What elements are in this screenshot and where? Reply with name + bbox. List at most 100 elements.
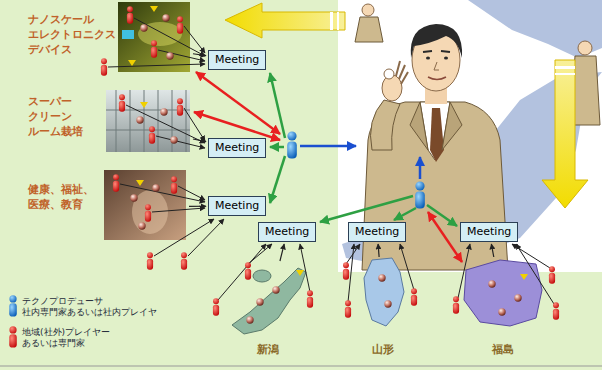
- leader-line: [218, 244, 266, 300]
- person-icon: [549, 266, 555, 283]
- person-icon: [177, 16, 183, 33]
- legend-text: 地域(社外)プレイヤー あるいは専門家: [22, 327, 162, 349]
- idea-sphere: [378, 274, 385, 281]
- idea-sphere: [384, 300, 391, 307]
- idea-sphere: [256, 298, 263, 305]
- idea-sphere: [160, 108, 167, 115]
- photo-blob: [138, 22, 182, 46]
- red-arrow: [194, 112, 280, 140]
- person-icon: [101, 58, 107, 75]
- theme-panel: スーパー クリーン ルーム栽培: [28, 88, 192, 156]
- link-arrow: [193, 139, 206, 142]
- fingers: [396, 61, 408, 84]
- arrow-stripe: [330, 12, 333, 30]
- walking-man: [355, 4, 383, 42]
- theme-heading: スーパー クリーン ルーム栽培: [28, 94, 98, 139]
- region-map: 福島: [458, 258, 548, 356]
- green-arrow: [270, 146, 284, 149]
- person-icon: [307, 290, 313, 307]
- idea-sphere: [514, 294, 521, 301]
- person-icon: [245, 262, 251, 279]
- meeting-label: Meeting: [355, 225, 399, 239]
- leader-line: [400, 244, 414, 290]
- person-icon: [119, 94, 125, 111]
- blue-arrow: [300, 145, 356, 148]
- person-icon: [145, 204, 151, 221]
- idea-sphere: [130, 194, 137, 201]
- idea-sphere: [140, 24, 147, 31]
- meeting-box: Meeting: [460, 222, 518, 242]
- idea-sphere: [166, 52, 173, 59]
- link-arrow: [189, 206, 206, 207]
- idea-sphere: [152, 184, 159, 191]
- person-icon: [149, 126, 155, 143]
- idea-sphere: [138, 222, 145, 229]
- idea-sphere: [162, 14, 169, 21]
- link-arrow: [193, 54, 206, 56]
- region-name: 山形: [372, 343, 394, 356]
- leader-line: [108, 64, 205, 67]
- person-icon: [213, 298, 219, 315]
- person-icon: [177, 98, 183, 115]
- person-icon: [553, 302, 559, 319]
- person-icon: [453, 296, 459, 313]
- people: [9, 6, 559, 348]
- idea-sphere: [272, 286, 279, 293]
- green-arrow: [394, 208, 416, 220]
- leader-line: [184, 26, 205, 53]
- nose: [434, 62, 439, 70]
- leader-line: [152, 208, 205, 212]
- arrow-stripe: [555, 73, 575, 75]
- link-arrow: [280, 244, 284, 261]
- producer-icon: [287, 131, 297, 158]
- idea-sphere: [246, 316, 253, 323]
- photo: [118, 2, 190, 72]
- person-icon: [151, 40, 157, 57]
- legend-entry: テクノプロデューサ 社内専門家あるいは社内プレイヤ: [22, 296, 162, 318]
- island-shape: [253, 270, 271, 282]
- theme-panel: ナノスケール エレクトロニクス デバイス: [28, 4, 192, 80]
- hair: [411, 24, 462, 58]
- greenhouse-frame: [106, 90, 190, 152]
- japan-map: [468, 0, 602, 58]
- head: [578, 41, 592, 55]
- meeting-box: Meeting: [208, 196, 266, 216]
- leader-line: [158, 50, 205, 61]
- region-map: 新潟: [226, 262, 310, 356]
- meeting-label: Meeting: [215, 199, 259, 213]
- photo-blob: [122, 30, 134, 39]
- idea-sphere: [498, 308, 505, 315]
- photo: [104, 170, 186, 240]
- flow-arrow: [542, 60, 588, 208]
- green-arrow: [270, 156, 285, 203]
- head: [362, 4, 374, 16]
- legend-text: テクノプロデューサ 社内専門家あるいは社内プレイヤ: [22, 296, 162, 318]
- contribution-lines: [108, 18, 554, 304]
- person-icon: [345, 300, 351, 317]
- arrow-stripe: [337, 12, 339, 30]
- meeting-box: Meeting: [348, 222, 406, 242]
- lapel: [442, 102, 462, 150]
- leader-line: [134, 18, 205, 56]
- leader-line: [458, 244, 470, 298]
- leader-line: [126, 105, 205, 143]
- leader-line: [156, 136, 205, 148]
- prefecture-shape: [232, 268, 306, 334]
- meeting-box: Meeting: [208, 138, 266, 158]
- theme-heading: ナノスケール エレクトロニクス デバイス: [28, 12, 120, 57]
- eye: [426, 56, 430, 59]
- sleeve: [371, 100, 401, 150]
- bottom-rule: [0, 366, 602, 367]
- region-name: 新潟: [257, 343, 279, 356]
- lapel: [410, 102, 428, 150]
- eye: [444, 56, 448, 59]
- producer-icon: [415, 181, 425, 208]
- region-map: 山形: [352, 258, 414, 356]
- region-name: 福島: [492, 343, 514, 356]
- person-icon: [181, 252, 187, 269]
- idea-sphere: [136, 116, 143, 123]
- leader-line: [178, 186, 205, 200]
- person-icon: [171, 176, 177, 193]
- person-icon: [113, 174, 119, 191]
- theme-heading: 健康、福祉、 医療、教育: [28, 182, 103, 212]
